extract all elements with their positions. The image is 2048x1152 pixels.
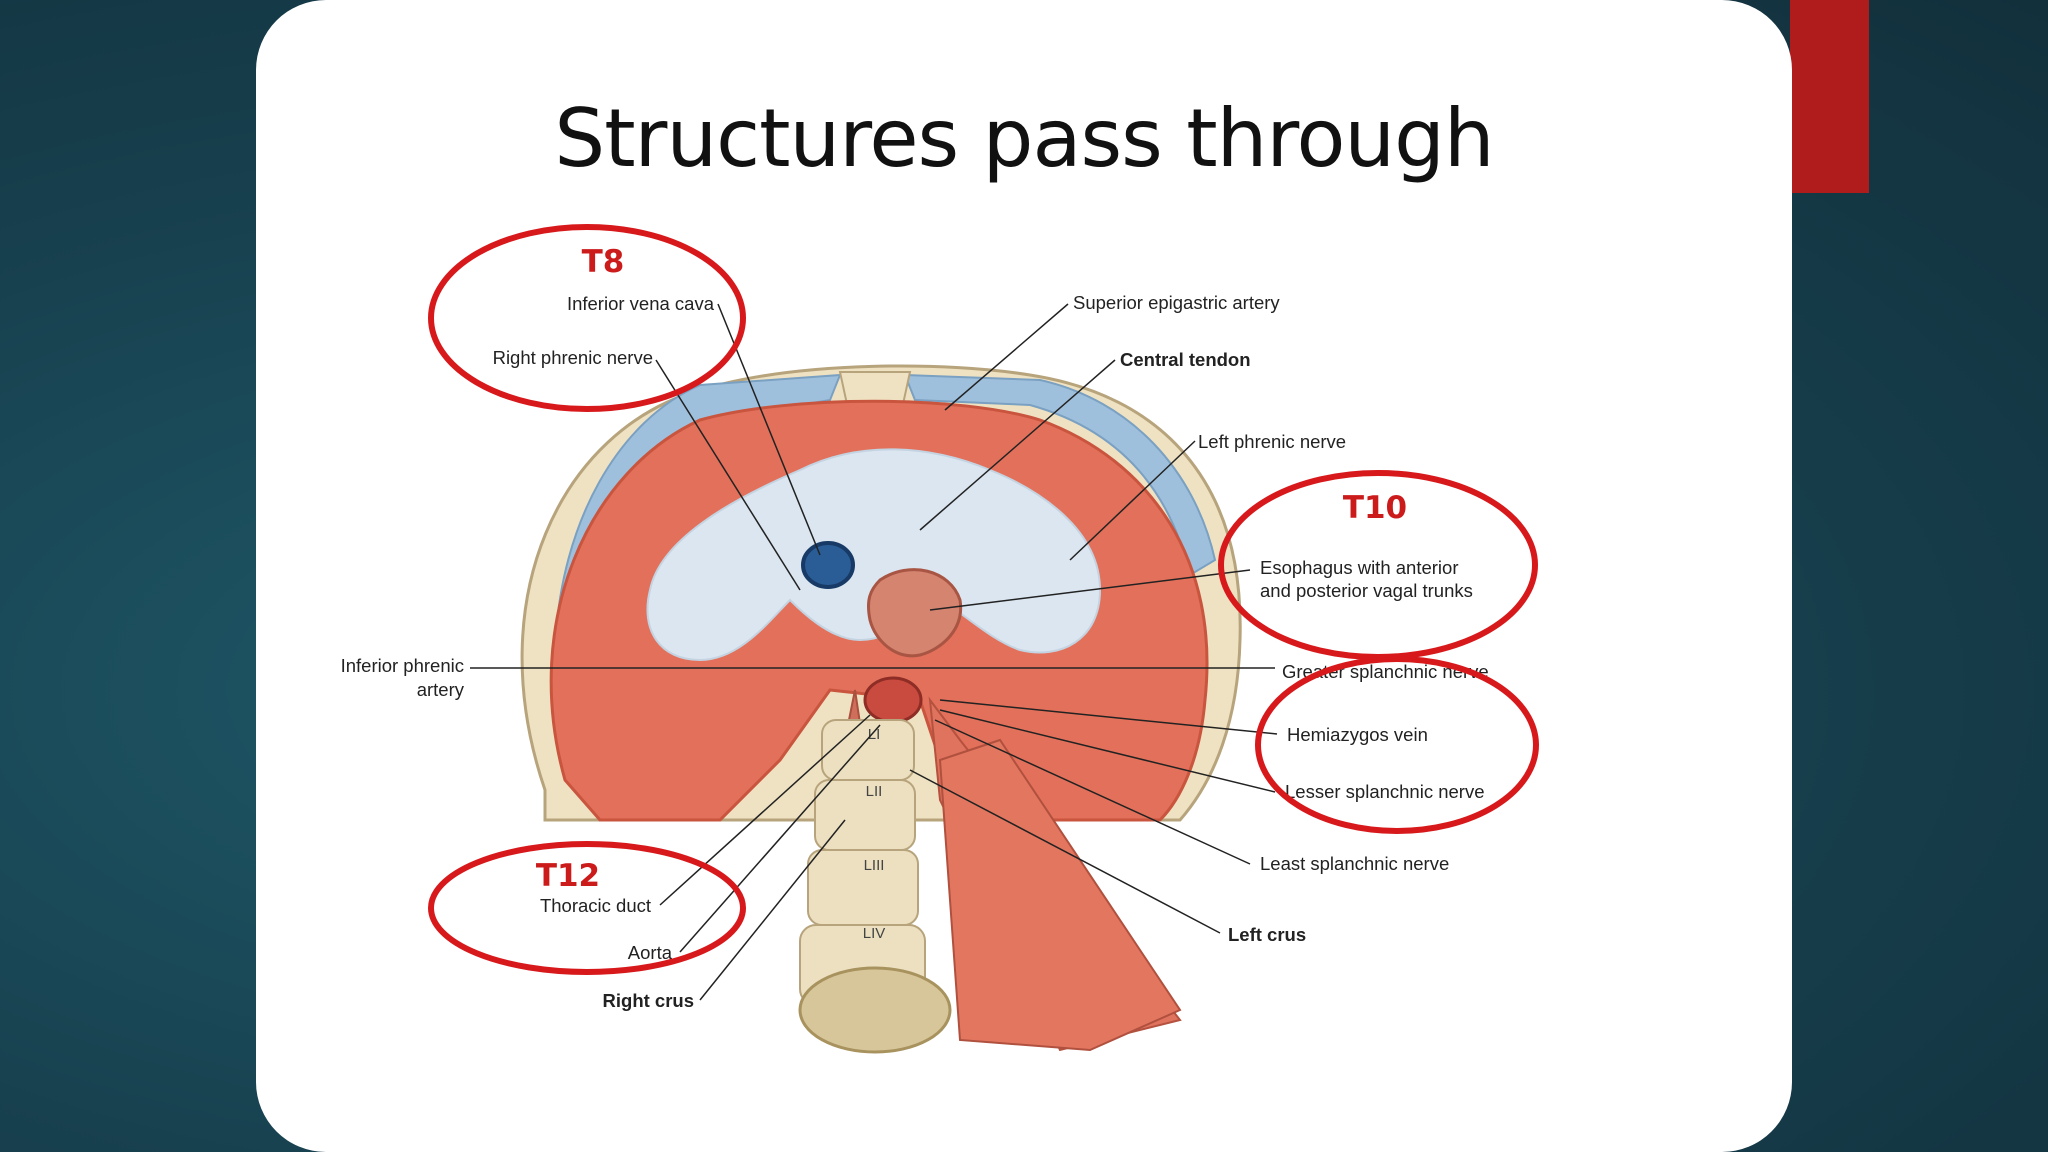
highlight-ellipse-t12 <box>428 841 746 975</box>
label-right-crus: Right crus <box>603 990 694 1011</box>
slide-title: Structures pass through <box>554 92 1494 185</box>
label-thoracic-duct: Thoracic duct <box>540 895 651 916</box>
esophageal-hiatus <box>866 568 963 658</box>
label-esophagus-line1: Esophagus with anterior <box>1260 557 1458 578</box>
vertebra-label-l2: LII <box>866 783 883 800</box>
label-inferior-vena-cava: Inferior vena cava <box>567 293 715 314</box>
vertebra-label-l3: LIII <box>864 857 885 874</box>
highlight-ellipses <box>428 224 1539 975</box>
ivc-opening <box>801 541 855 589</box>
label-superior-epigastric-artery: Superior epigastric artery <box>1073 292 1280 313</box>
level-label-t8: T8 <box>582 244 625 280</box>
vertebra-section <box>798 966 952 1054</box>
label-inferior-phrenic-line2: artery <box>417 679 465 700</box>
label-aorta: Aorta <box>628 942 673 963</box>
level-label-t12: T12 <box>536 858 600 894</box>
label-lesser-splanchnic-nerve: Lesser splanchnic nerve <box>1285 781 1485 802</box>
label-left-crus: Left crus <box>1228 924 1306 945</box>
vertebra-label-l4: LIV <box>863 925 886 942</box>
highlight-ellipse-t8 <box>428 224 746 412</box>
highlight-ellipse-t10-lower <box>1255 656 1539 834</box>
label-inferior-phrenic-line1: Inferior phrenic <box>341 655 464 676</box>
aortic-hiatus <box>863 676 923 724</box>
label-right-phrenic-nerve: Right phrenic nerve <box>493 347 653 368</box>
label-least-splanchnic-nerve: Least splanchnic nerve <box>1260 853 1449 874</box>
label-left-phrenic-nerve: Left phrenic nerve <box>1198 431 1346 452</box>
vertebra-label-l1: LI <box>868 726 881 743</box>
level-label-t10: T10 <box>1343 490 1407 526</box>
corner-accent-tab <box>1790 0 1869 193</box>
label-hemiazygos-vein: Hemiazygos vein <box>1287 724 1428 745</box>
label-esophagus-line2: and posterior vagal trunks <box>1260 580 1473 601</box>
leader-lines <box>470 303 1278 1001</box>
label-central-tendon: Central tendon <box>1120 349 1251 370</box>
